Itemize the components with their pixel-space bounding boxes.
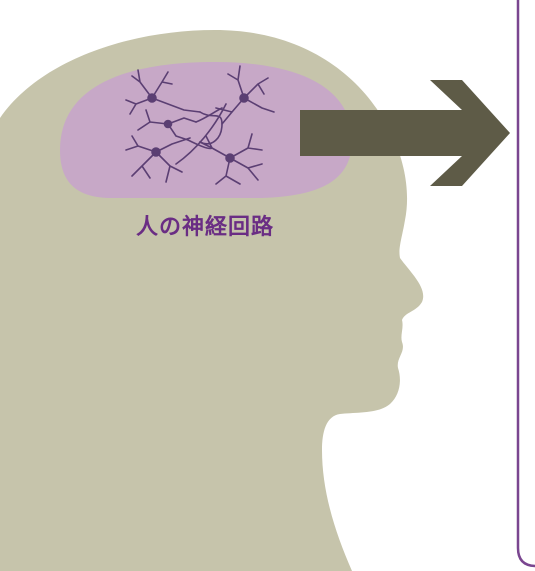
brain-label: 人の神経回路	[136, 214, 274, 240]
output-panel-frame	[518, 0, 535, 566]
